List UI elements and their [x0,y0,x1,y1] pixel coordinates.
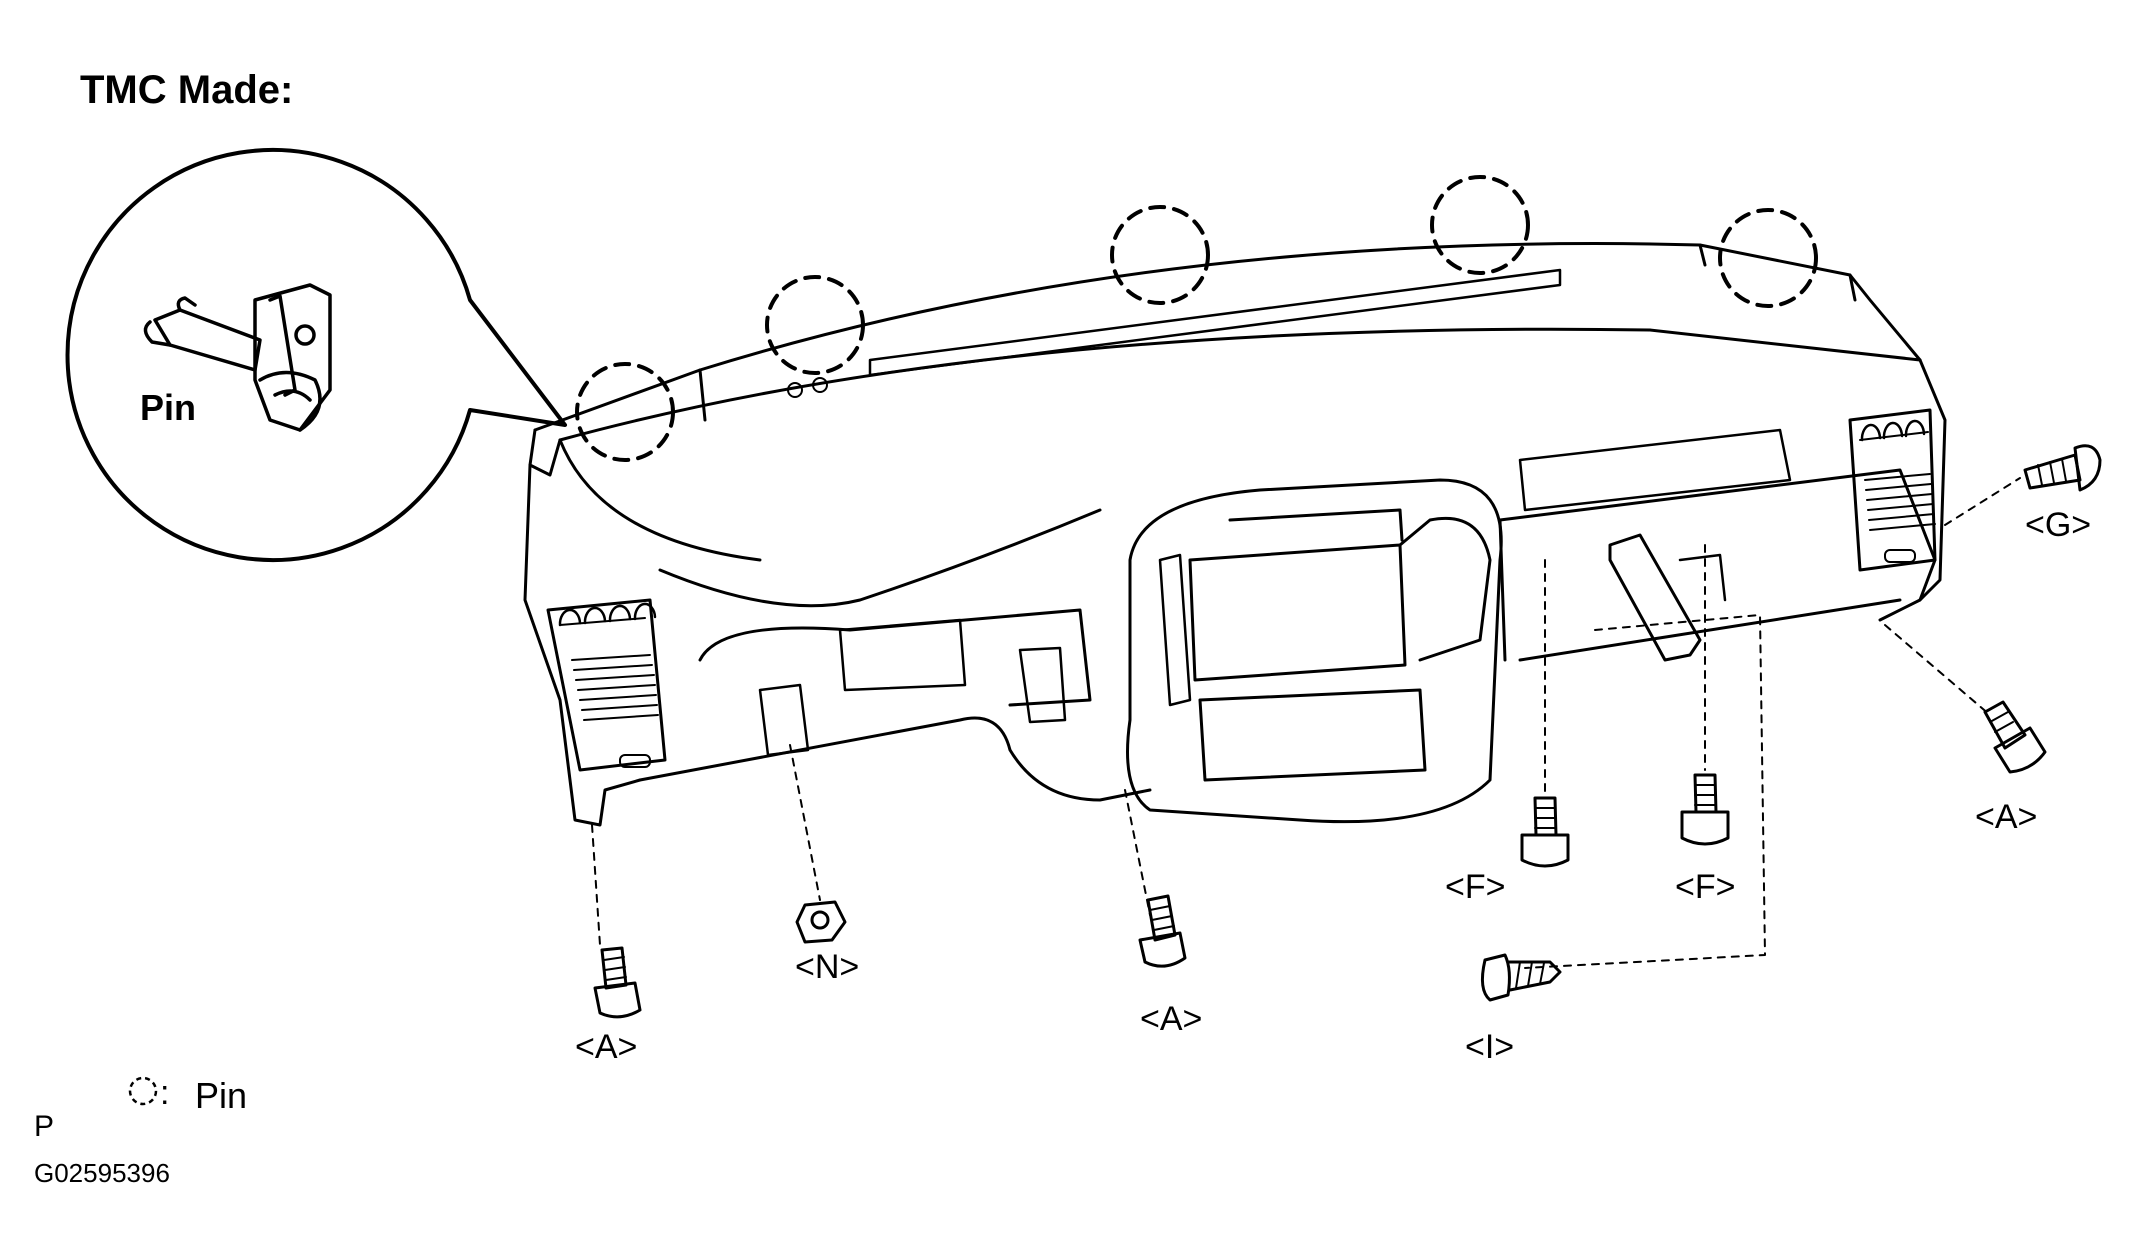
center-brace [1608,533,1702,662]
center-cluster-opening [1126,478,1503,824]
page-title: TMC Made: [80,68,294,112]
pin-clip-icon [143,283,332,432]
legend-colon: : [160,1074,170,1112]
lower-tray [838,618,967,692]
glove-box-opening [1518,428,1792,512]
fastener-label-a3: <A> [1975,798,2038,836]
figure-code: G02595396 [34,1158,170,1188]
bolt-icon [1983,700,2047,774]
bolt-icon [1680,773,1730,846]
instrument-panel [523,242,1947,827]
detail-pin-label: Pin [140,387,197,428]
right-vent [1848,408,1937,572]
fastener-label-g: <G> [2025,506,2092,544]
fastener-label-f1: <F> [1445,868,1506,906]
fastener-label-f2: <F> [1675,868,1736,906]
pin-location-5 [1718,208,1818,308]
fastener-label-a1: <A> [575,1028,638,1066]
dashed-circle-icon [128,1076,158,1106]
fastener-label-a2: <A> [1140,1000,1203,1038]
page-marker: P [34,1110,55,1143]
pin-location-1 [575,362,675,462]
pin-location-4 [1430,175,1530,275]
leader-lines [591,477,2021,969]
pin-location-3 [1110,205,1210,305]
fastener-label-i: <I> [1465,1028,1515,1066]
detail-circle [65,148,567,562]
fastener-label-n: <N> [795,948,860,986]
screw-icon [2023,444,2102,492]
fasteners [593,444,2102,1019]
pin-detail-callout [65,148,567,562]
bolt-icon [1520,796,1570,868]
pin-location-2 [765,275,865,375]
legend-label: Pin [195,1075,248,1116]
bolt-icon [593,946,642,1019]
nut-icon [795,900,847,944]
bolt-icon [1138,894,1187,968]
left-vent [546,598,667,772]
screw-icon [1480,953,1562,1002]
pin-locations [575,175,1818,462]
